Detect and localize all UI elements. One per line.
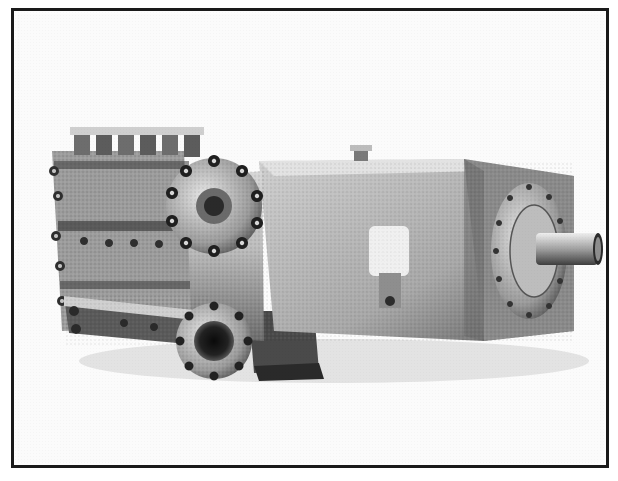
- breather-cap: [350, 145, 372, 161]
- fluid-end-manifold: [49, 127, 204, 331]
- inspection-cover: [369, 226, 409, 308]
- photo-frame: [11, 8, 609, 468]
- flange-bolts: [493, 184, 566, 318]
- discharge-flange: [166, 155, 263, 257]
- crank-shaft: [536, 233, 603, 265]
- pump-photograph: [14, 11, 606, 465]
- valve-cover-bolts-top: [70, 127, 204, 157]
- suction-flange-bolts: [175, 301, 253, 381]
- suction-flange: [175, 301, 253, 381]
- bearing-housing-flange: [491, 183, 567, 319]
